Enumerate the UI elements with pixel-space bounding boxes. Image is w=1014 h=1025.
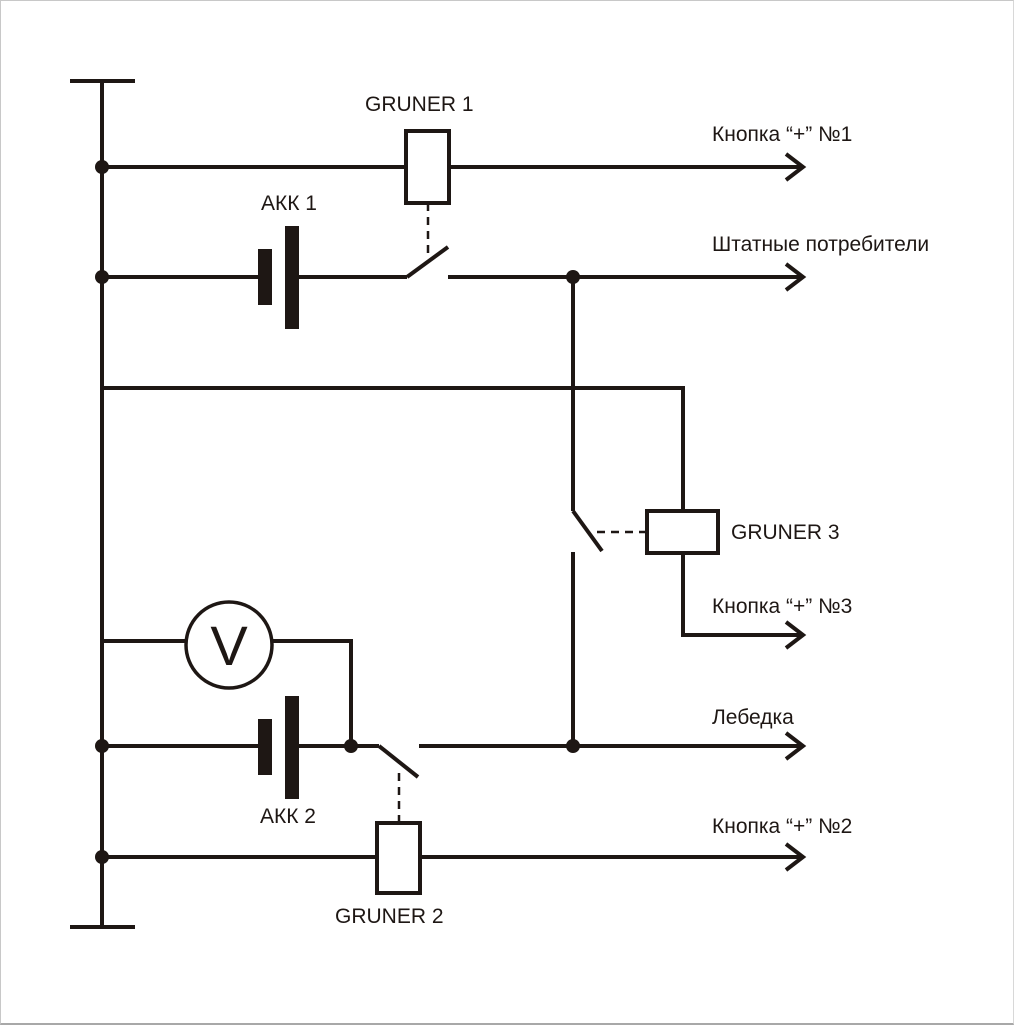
- relay3-coil: [645, 509, 720, 555]
- output-label-button1: Кнопка “+” №1: [712, 123, 852, 146]
- voltmeter-symbol: V: [210, 614, 248, 677]
- battery1-label: АКК 1: [261, 192, 317, 215]
- battery2-negative-plate: [258, 719, 272, 775]
- relay3-coil-circuit: GRUNER 3 Кнопка “+” №3: [102, 386, 852, 650]
- relay1-coil: [404, 129, 451, 205]
- relay1-coil-circuit: GRUNER 1 Кнопка “+” №1: [95, 93, 852, 205]
- junction-node: [95, 160, 109, 174]
- arrow-icon: [784, 152, 807, 182]
- output-label-button3: Кнопка “+” №3: [712, 595, 852, 618]
- junction-node: [95, 270, 109, 284]
- battery1-circuit: АКК 1 Штатные потребители: [95, 192, 929, 329]
- junction-node: [566, 739, 580, 753]
- relay3-switch-circuit: [571, 277, 647, 746]
- junction-node: [344, 739, 358, 753]
- relay2-label: GRUNER 2: [335, 905, 444, 928]
- output-label-button2: Кнопка “+” №2: [712, 815, 852, 838]
- wire: [681, 553, 801, 637]
- relay1-label: GRUNER 1: [365, 93, 474, 116]
- relay3-label: GRUNER 3: [731, 521, 840, 544]
- wire: [102, 386, 685, 511]
- arrow-icon: [784, 620, 807, 650]
- battery2-circuit: АКК 2 Лебедка: [95, 696, 807, 828]
- junction-node: [95, 739, 109, 753]
- output-label-winch: Лебедка: [712, 706, 794, 729]
- ground-bus: [70, 79, 135, 929]
- battery1-negative-plate: [258, 249, 272, 305]
- battery2-positive-plate: [285, 696, 299, 799]
- arrow-icon: [784, 731, 807, 761]
- wire: [273, 639, 353, 746]
- output-label-standard-consumers: Штатные потребители: [712, 233, 929, 256]
- relay1-switch-contact: [405, 245, 450, 279]
- battery2-label: АКК 2: [260, 805, 316, 828]
- relay2-coil-circuit: GRUNER 2 Кнопка “+” №2: [95, 815, 852, 928]
- arrow-icon: [784, 842, 807, 872]
- relay3-switch-contact: [571, 509, 604, 553]
- junction-node: [95, 850, 109, 864]
- battery1-positive-plate: [285, 226, 299, 329]
- voltmeter-icon: [184, 600, 274, 690]
- voltmeter-circuit: V: [102, 600, 353, 746]
- arrow-icon: [784, 262, 807, 292]
- relay2-coil: [375, 821, 422, 895]
- relay2-switch-contact: [377, 744, 420, 779]
